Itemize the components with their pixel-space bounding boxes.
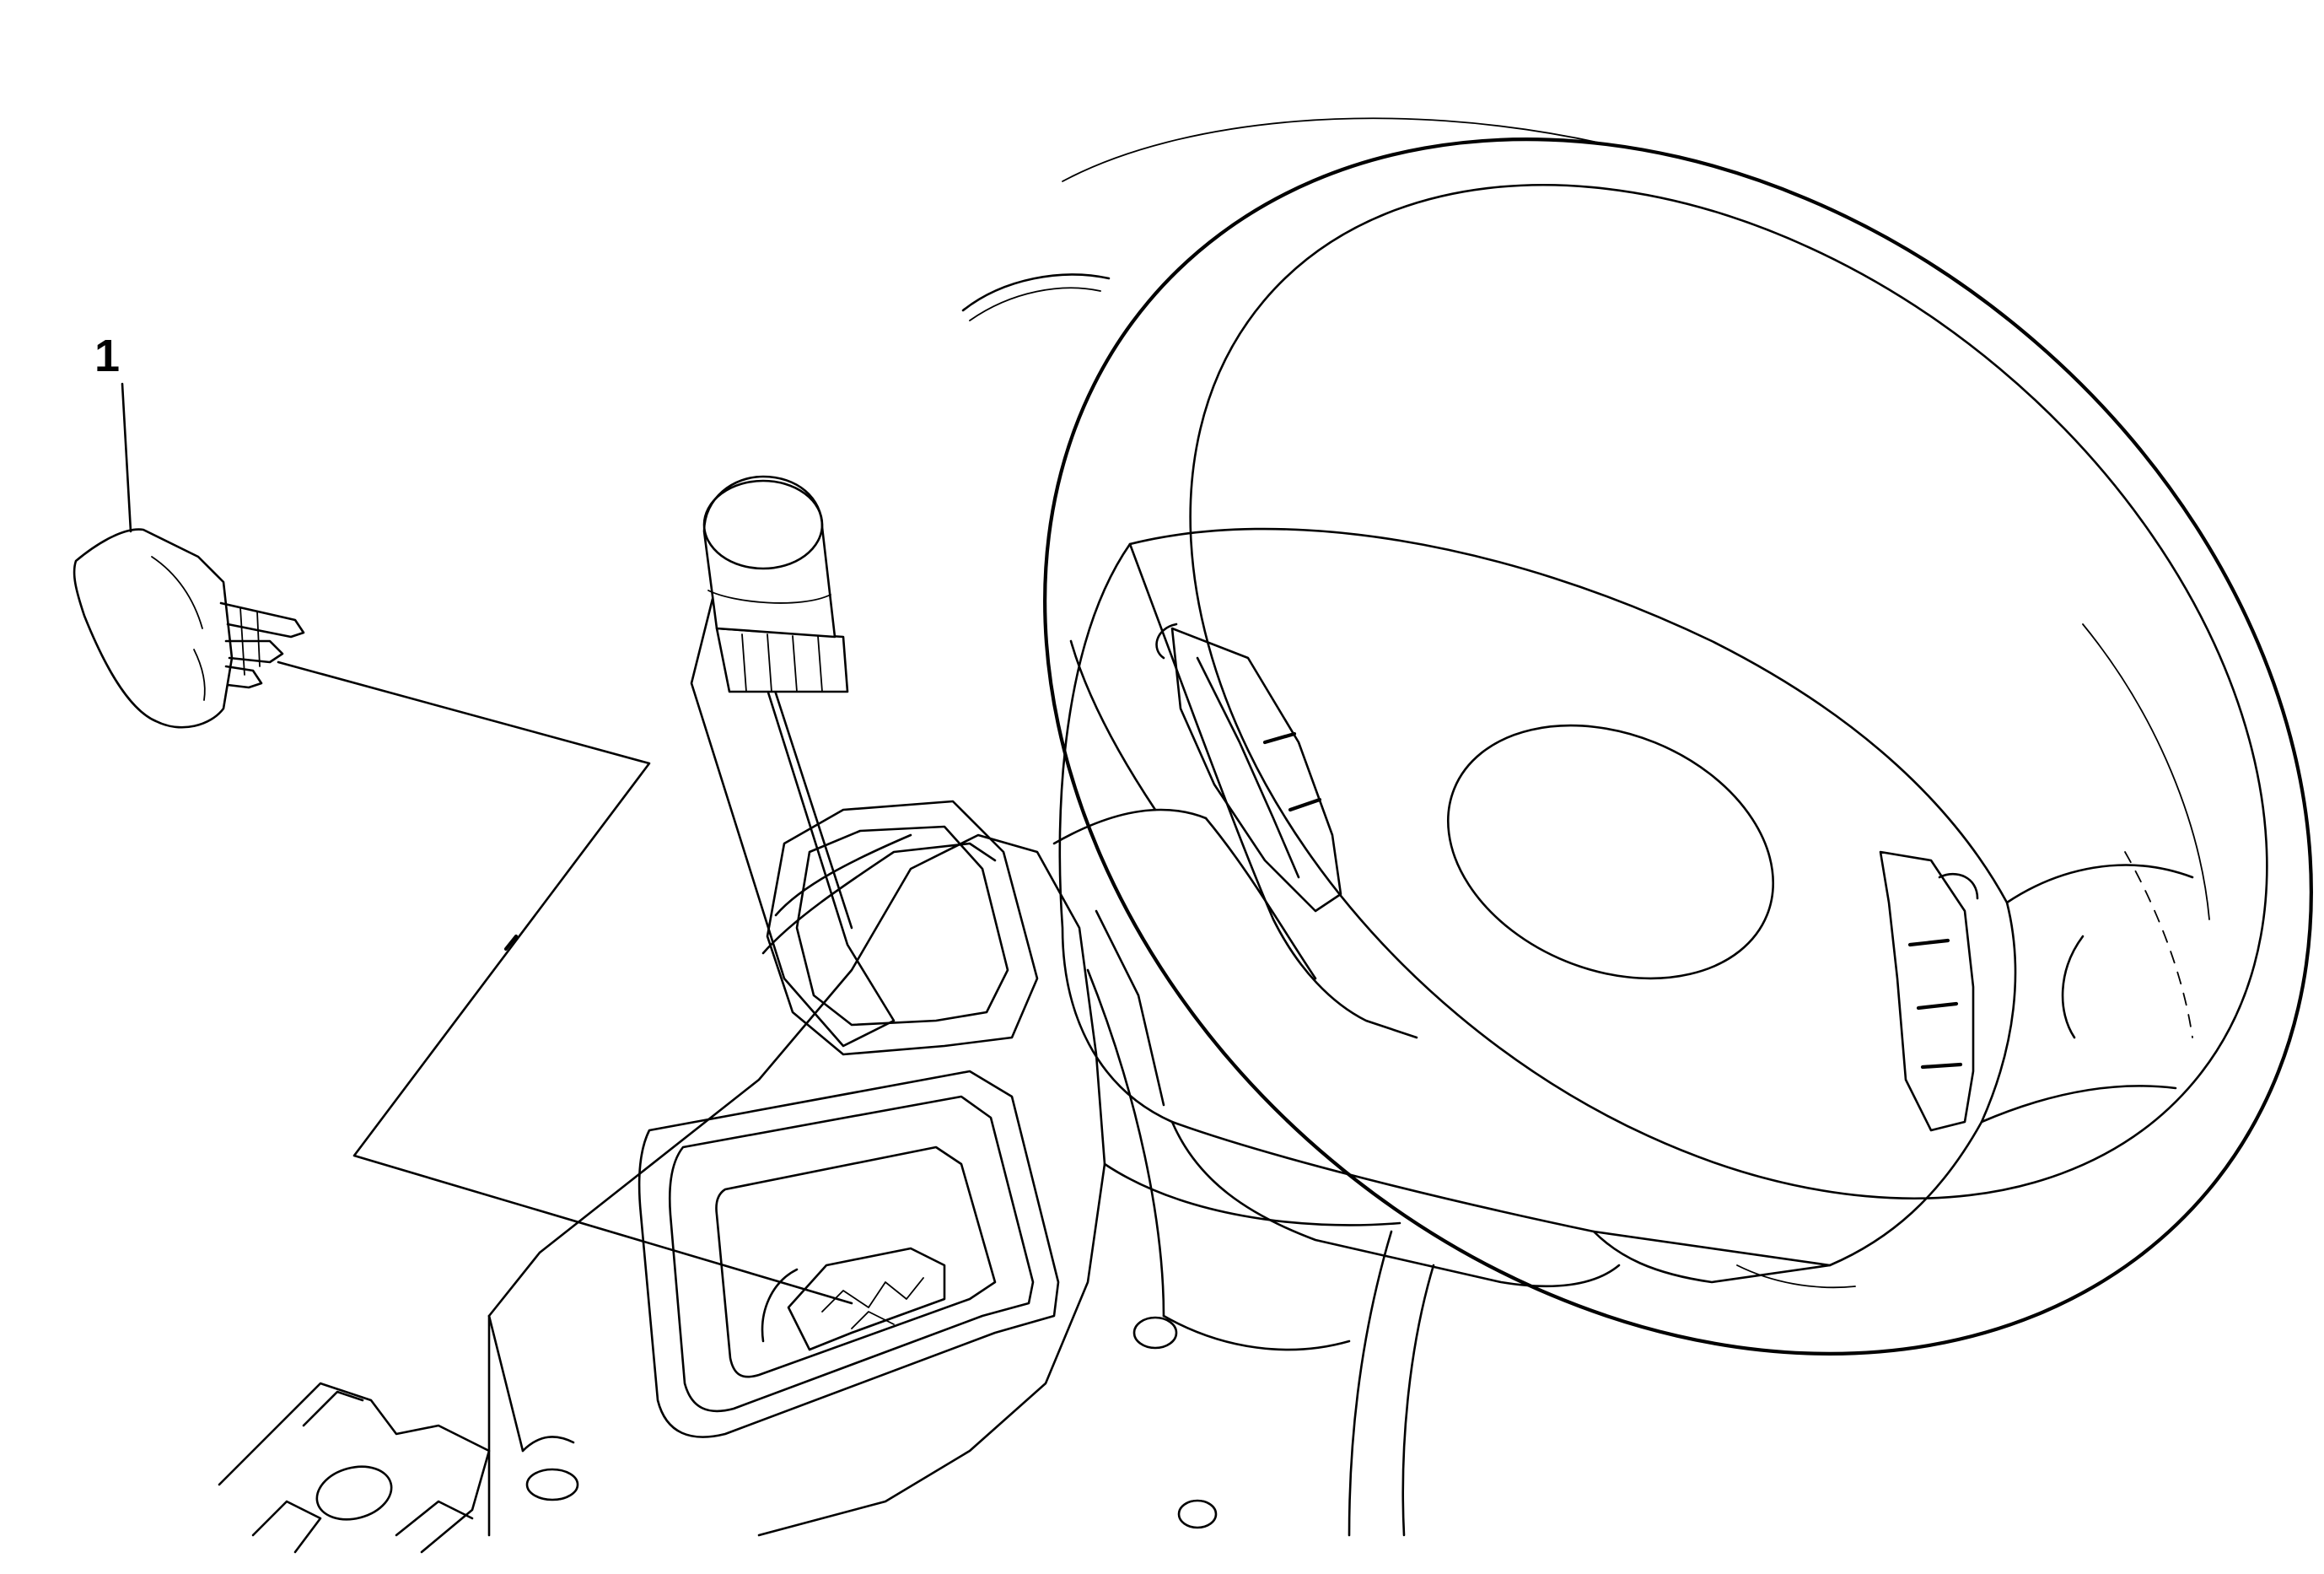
cover-clip-upper [219, 601, 305, 639]
mounting-boss [1132, 1316, 1178, 1350]
steering-wheel [961, 117, 2313, 1356]
callout-1-leader [121, 382, 132, 533]
right-steering-controls [1879, 850, 1975, 1132]
installation-guide-line [277, 660, 853, 1305]
steering-wheel-lower-spoke [1170, 1120, 1621, 1288]
steering-wheel-left-spoke [1128, 542, 1418, 1039]
switch-housing [218, 1382, 491, 1554]
mounting-boss-lower [1177, 1499, 1218, 1529]
steering-wheel-right-spoke [2005, 864, 2194, 904]
multifunction-lever [690, 475, 896, 1048]
steering-wheel-outer-rim [1043, 137, 2313, 1356]
lever-knurled-ring [715, 627, 849, 693]
callout-part-1-cover [73, 382, 305, 729]
left-steering-controls [1170, 627, 1342, 913]
steering-wheel-inner-rim [1189, 183, 2268, 1200]
cover-clip-middle [224, 639, 284, 664]
upper-column-shroud [761, 842, 997, 955]
callout-1-label: 1 [94, 331, 121, 381]
lever-stalk [690, 597, 896, 1048]
key-lock-cover [73, 528, 234, 729]
lower-switch-assembly [218, 1314, 579, 1554]
shroud-top-opening [766, 800, 1039, 1056]
guide-line-path [277, 660, 853, 1305]
ignition-receptacle [787, 1247, 946, 1351]
steering-wheel-hub-cover [1058, 527, 2017, 1267]
steering-column [487, 800, 1435, 1537]
lower-column-shroud [538, 833, 1106, 1537]
airbag-emblem [1446, 724, 1775, 980]
ignition-switch-bezel [637, 1070, 1060, 1438]
steering-wheel-rim-seam [961, 273, 1111, 312]
